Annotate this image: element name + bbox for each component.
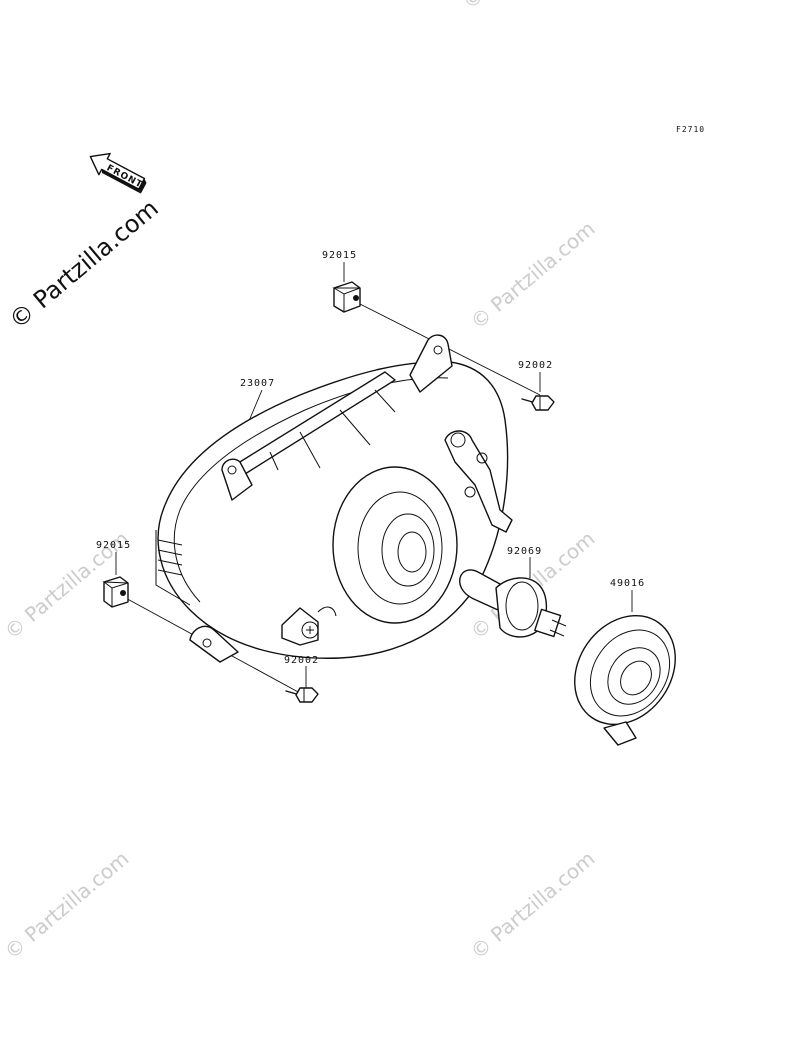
- watermark-top-edge: © Partzilla.com: [458, 0, 592, 14]
- part-label-92069: 92069: [507, 546, 542, 557]
- headlight-bulb: [459, 569, 567, 638]
- part-label-92015-upper: 92015: [322, 250, 357, 261]
- front-arrow-icon: FRONT: [89, 152, 147, 194]
- bolt-lower: [285, 687, 319, 703]
- part-label-49016: 49016: [610, 578, 645, 589]
- clip-nut-lower: [102, 576, 129, 608]
- figure-code: F2710: [676, 125, 705, 134]
- bulb-socket-cover: [574, 614, 676, 746]
- watermark-left-bottom: © Partzilla.com: [0, 846, 133, 964]
- headlight-housing: [155, 334, 513, 663]
- clip-nut-upper: [332, 281, 361, 313]
- bolt-upper: [521, 395, 555, 411]
- watermark-mid-right: © Partzilla.com: [466, 216, 600, 334]
- part-label-92015-lower: 92015: [96, 540, 131, 551]
- part-label-23007: 23007: [240, 378, 275, 389]
- part-label-92002-lower: 92002: [284, 655, 319, 666]
- watermark-right-bottom: © Partzilla.com: [466, 846, 600, 964]
- part-labels: 92015 92002 23007 92015 92002 92069 4901…: [96, 250, 645, 666]
- partzilla-watermark: © Partzilla.com: [4, 194, 164, 334]
- part-label-92002-upper: 92002: [518, 360, 553, 371]
